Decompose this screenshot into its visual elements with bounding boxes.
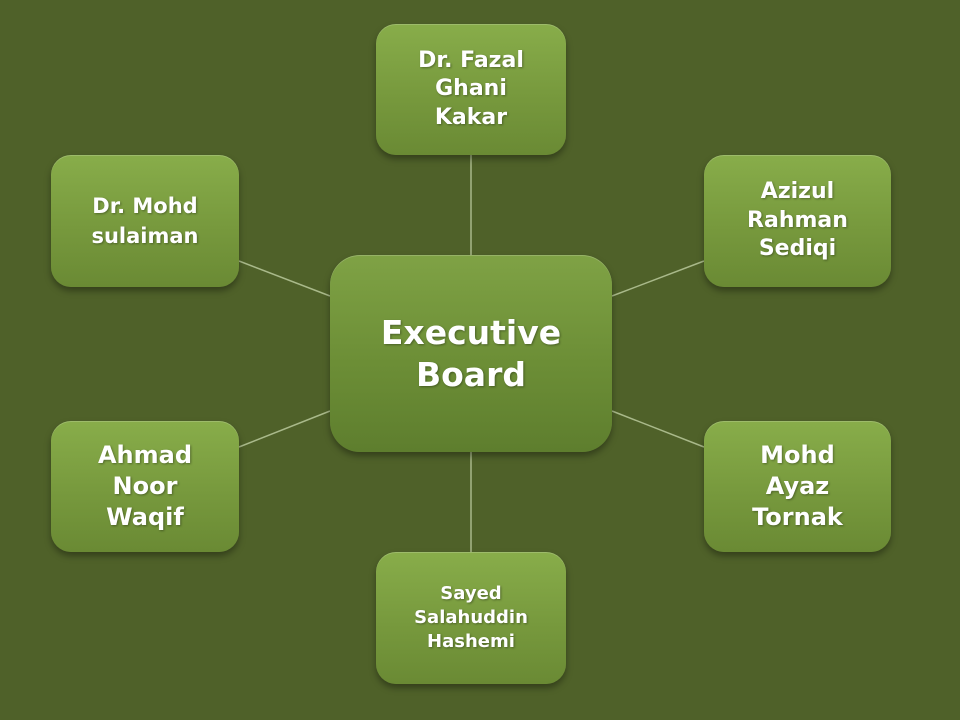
member-node-top-left: Dr. Mohd sulaiman (51, 155, 239, 287)
member-label: Dr. Fazal Ghani Kakar (418, 47, 524, 130)
connector-top-right (611, 260, 705, 297)
member-label: Dr. Mohd sulaiman (91, 193, 199, 248)
member-node-bottom-left: Ahmad Noor Waqif (51, 421, 239, 552)
member-node-bottom: Sayed Salahuddin Hashemi (376, 552, 566, 684)
connector-bottom-right (611, 410, 705, 448)
member-label: Ahmad Noor Waqif (97, 440, 193, 532)
member-node-bottom-right: Mohd Ayaz Tornak (704, 421, 891, 552)
executive-board-label: Executive Board (380, 313, 562, 394)
connector-top-left (238, 260, 331, 297)
member-label: Azizul Rahman Sediqi (747, 179, 848, 262)
member-label: Sayed Salahuddin Hashemi (414, 582, 528, 653)
member-node-top-right: Azizul Rahman Sediqi (704, 155, 891, 287)
executive-board-node: Executive Board (330, 255, 612, 452)
connector-bottom-left (238, 410, 331, 448)
member-label: Mohd Ayaz Tornak (752, 440, 843, 532)
member-node-top: Dr. Fazal Ghani Kakar (376, 24, 566, 155)
